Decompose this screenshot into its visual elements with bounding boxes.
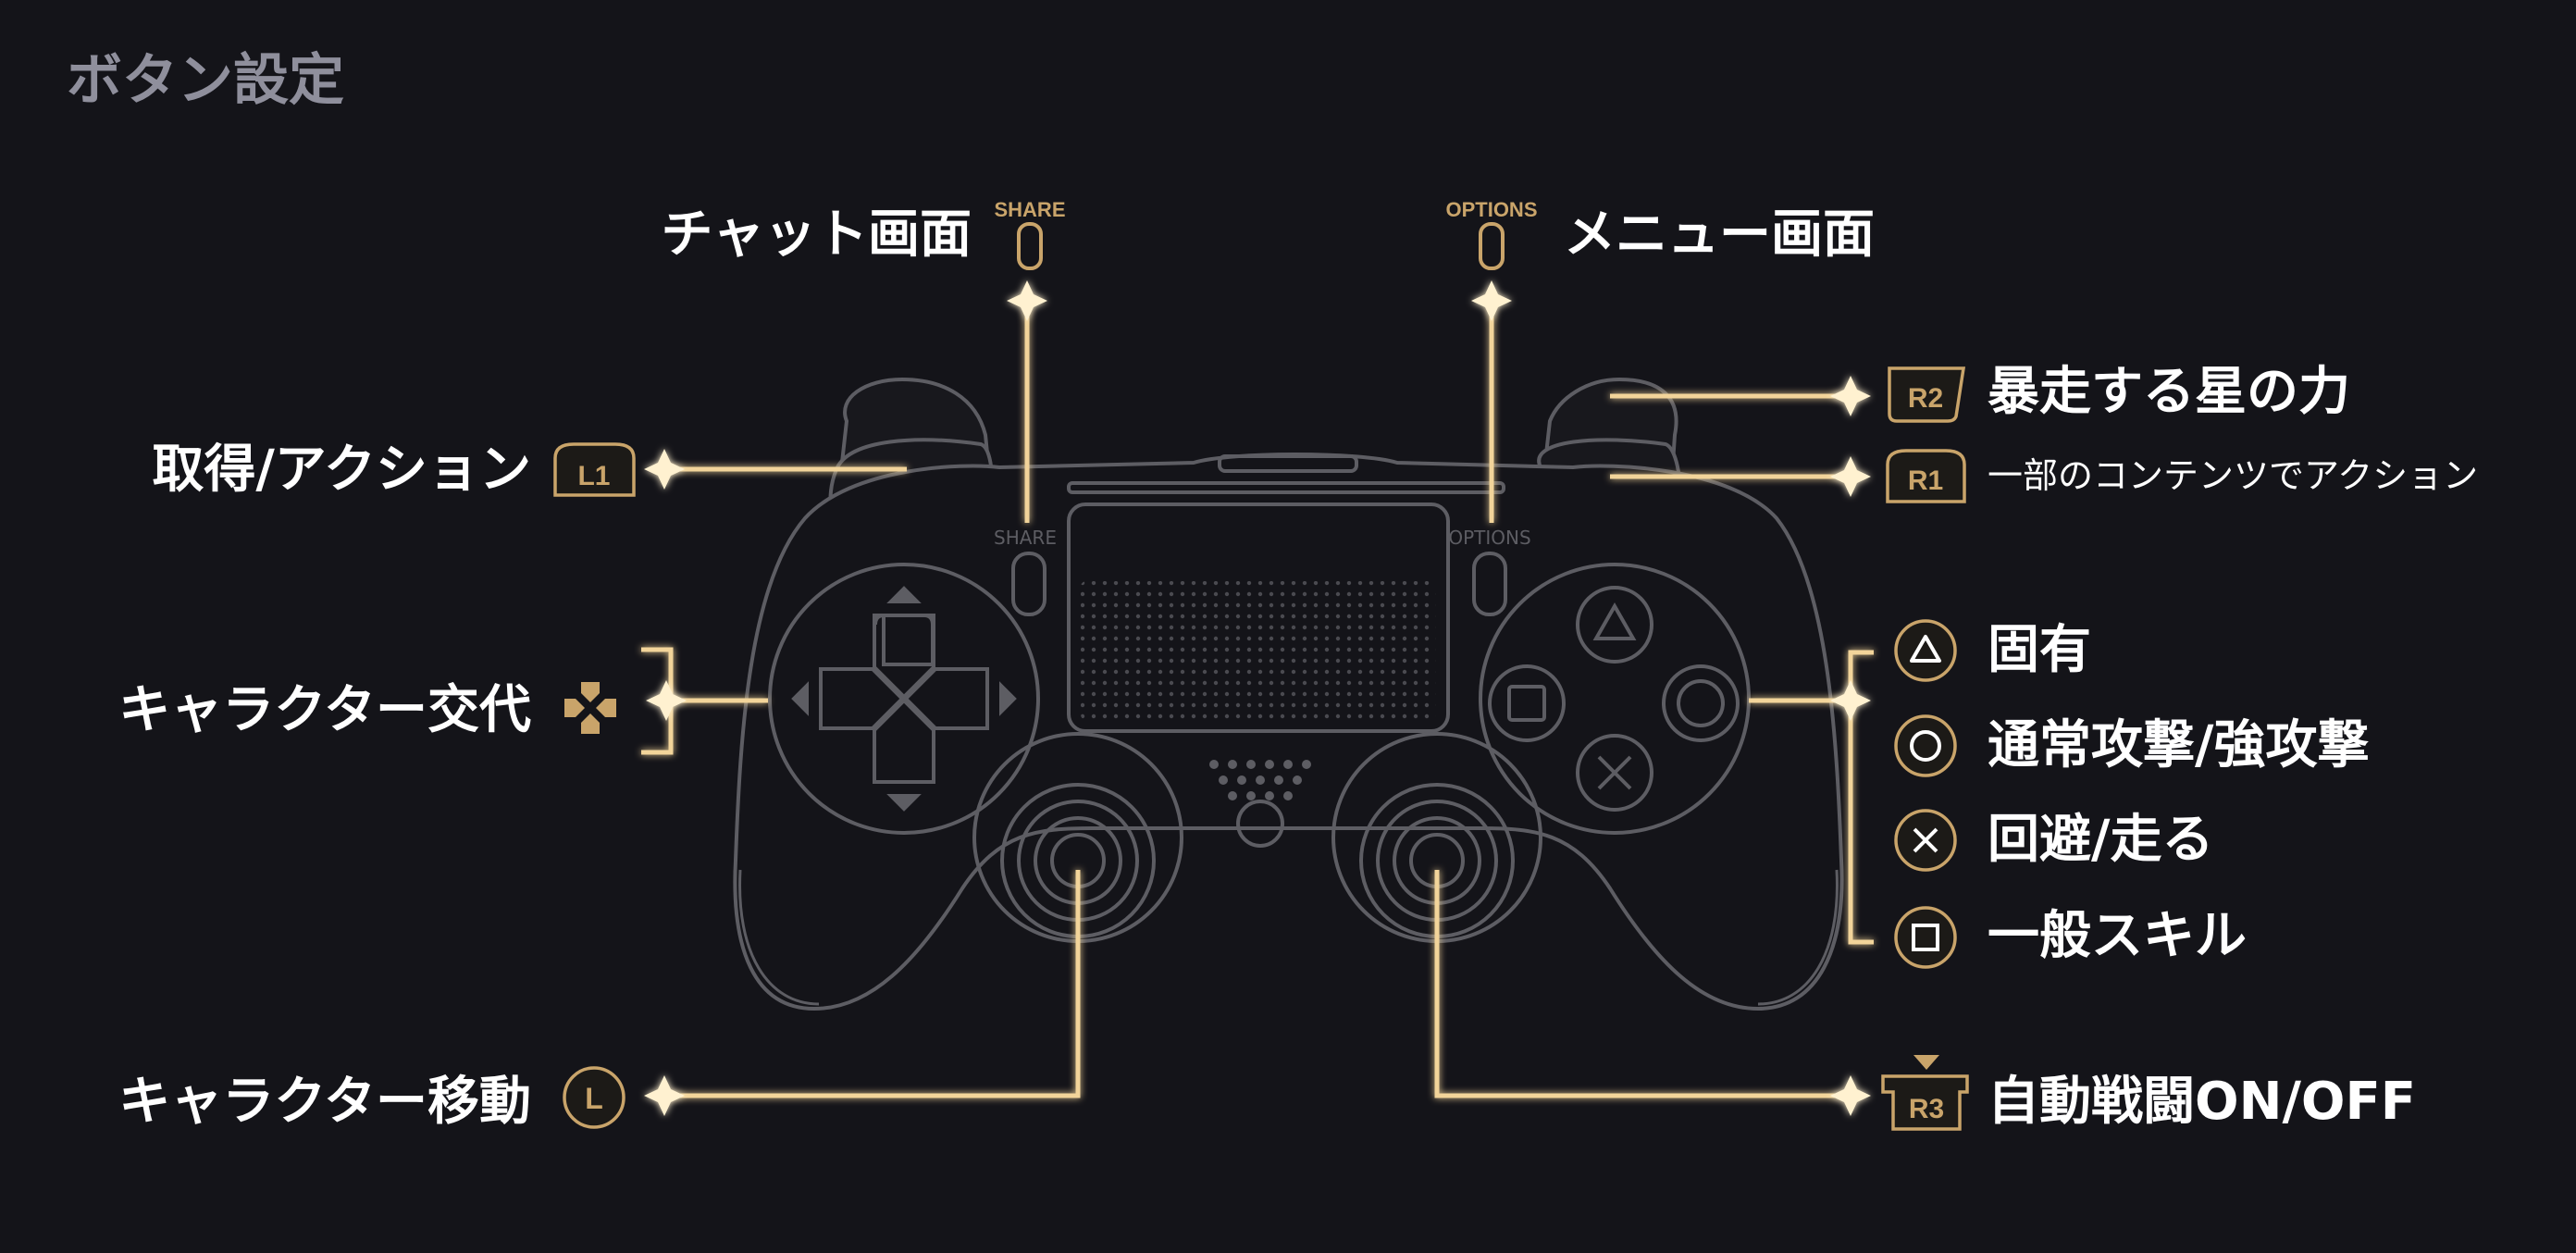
r3-button-icon: R3: [1881, 1055, 1969, 1131]
label-square: 一般スキル: [1988, 906, 2247, 966]
label-r1: 一部のコンテンツでアクション: [1988, 455, 2479, 496]
options-button-icon: OPTIONS: [1445, 198, 1538, 270]
l-stick-icon: L: [563, 1066, 625, 1129]
l1-button-icon: L1: [553, 442, 636, 497]
marker-dpad: [646, 680, 687, 721]
controller-share-text: SHARE: [994, 527, 1057, 549]
label-lstick: キャラクター移動: [118, 1072, 531, 1132]
cross-button-icon: [1894, 809, 1957, 872]
marker-face: [1830, 680, 1871, 721]
label-circle: 通常攻撃/強攻撃: [1988, 715, 2370, 775]
svg-text:OPTIONS: OPTIONS: [1445, 198, 1537, 221]
square-button-icon: [1894, 906, 1957, 969]
r2-button-icon: R2: [1888, 366, 1966, 423]
connector-lines: [641, 301, 1874, 1098]
svg-text:L: L: [585, 1082, 603, 1115]
marker-share: [1007, 280, 1047, 321]
label-l1: 取得/アクション: [152, 440, 531, 500]
svg-text:L1: L1: [577, 461, 610, 491]
controller-outline: [733, 377, 1844, 1011]
svg-text:SHARE: SHARE: [994, 198, 1065, 221]
triangle-button-icon: [1894, 619, 1957, 682]
label-cross: 回避/走る: [1988, 810, 2214, 870]
marker-l1: [644, 449, 685, 490]
circle-button-icon: [1894, 714, 1957, 777]
label-r3: 自動戦闘ON/OFF: [1988, 1072, 2417, 1132]
marker-lstick: [644, 1075, 685, 1116]
svg-text:R3: R3: [1909, 1094, 1944, 1124]
marker-r3: [1830, 1075, 1871, 1116]
marker-options: [1471, 280, 1512, 321]
page-title: ボタン設定: [67, 48, 344, 113]
connector-markers: [644, 280, 1871, 1116]
marker-r1: [1830, 456, 1871, 497]
label-triangle: 固有: [1988, 620, 2091, 680]
label-menu: メニュー画面: [1564, 205, 1875, 265]
controller-options-text: OPTIONS: [1448, 527, 1530, 549]
svg-text:R1: R1: [1908, 465, 1943, 496]
label-chat: チャット画面: [661, 205, 972, 265]
dpad-icon: [564, 682, 616, 734]
share-button-icon: SHARE: [994, 198, 1066, 270]
marker-r2: [1830, 376, 1871, 416]
r1-button-icon: R1: [1886, 449, 1966, 503]
label-dpad: キャラクター交代: [118, 680, 531, 740]
label-r2: 暴走する星の力: [1988, 362, 2350, 422]
svg-text:R2: R2: [1908, 383, 1943, 414]
